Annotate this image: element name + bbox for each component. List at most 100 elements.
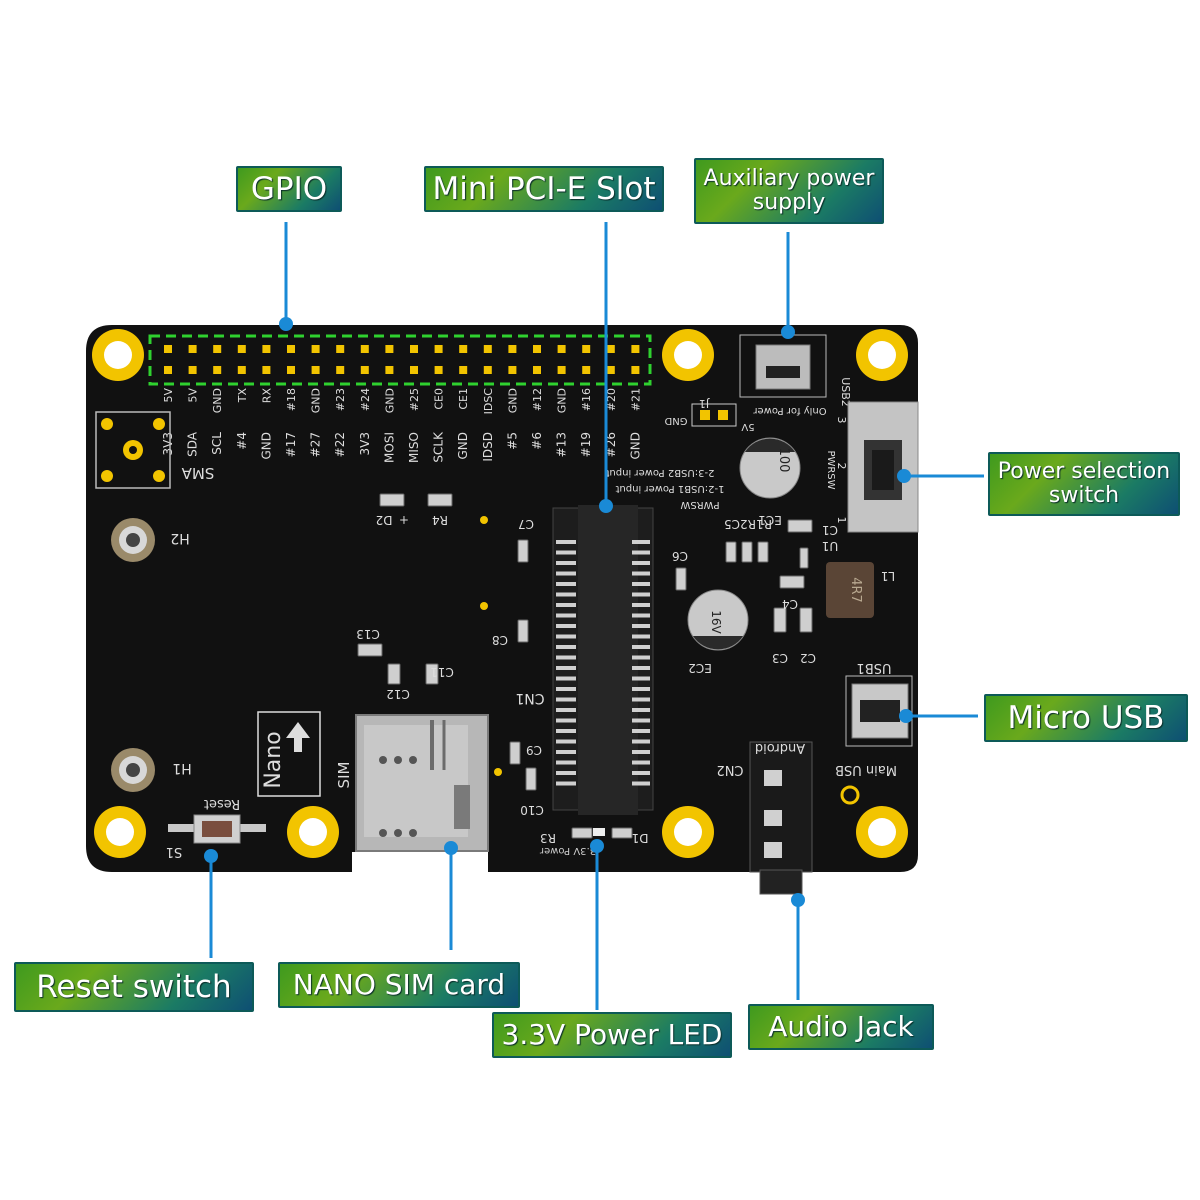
pcie-pin: [556, 603, 576, 607]
gpio-pin: [557, 366, 566, 374]
gpio-label-top: GND: [211, 388, 224, 413]
pcie-pin: [632, 750, 650, 754]
gpio-label-bottom: #19: [579, 432, 593, 457]
smd-part: [757, 541, 769, 563]
mounting-hole-bottom-sim: [287, 806, 339, 858]
pcie-pin: [632, 603, 650, 607]
pcie-pin: [632, 771, 650, 775]
pwrsw-note-1: 1-2:USB1 Power input: [615, 483, 724, 494]
c11-label: C11: [430, 665, 454, 679]
pcie-pin: [556, 771, 576, 775]
pcie-pin: [556, 697, 576, 702]
ec2-label: EC2: [688, 661, 712, 675]
r3-label: R3: [540, 831, 556, 845]
gpio-pin: [213, 345, 222, 353]
pcie-pin: [632, 592, 650, 597]
gpio-pin: [360, 345, 369, 353]
pcie-pin: [632, 708, 650, 712]
gpio-label-bottom: SCLK: [432, 431, 446, 463]
gpio-pin: [582, 366, 591, 374]
usb2-aux-port: [739, 334, 827, 398]
gpio-label-top: 5V: [162, 388, 175, 403]
pcie-pin: [556, 655, 576, 660]
smd-part: [387, 663, 401, 685]
pcie-pin: [556, 750, 576, 754]
switch-pos-number: 2: [835, 463, 848, 470]
smd-part: [379, 493, 405, 507]
c4-label: C4: [782, 597, 798, 611]
pwrsw-label: PWRSW: [825, 450, 836, 489]
pcie-pin: [632, 561, 650, 565]
smd-part: [773, 607, 787, 633]
standoff-h2: [111, 518, 155, 562]
gpio-label-bottom: #4: [235, 432, 249, 450]
gpio-pin: [434, 345, 443, 353]
usb1-label: USB1: [857, 660, 892, 675]
s1-label: S1: [166, 844, 183, 859]
inductor-marking: 4R7: [848, 577, 863, 603]
smd-part: [357, 643, 383, 657]
h1-label: H1: [172, 760, 191, 776]
cn2-label: CN2: [716, 762, 743, 777]
pcie-pin: [556, 592, 576, 597]
gpio-pin: [385, 345, 394, 353]
pcie-pin: [632, 645, 650, 649]
callout-nano-sim: NANO SIM card: [278, 962, 520, 1008]
leader-audio-dot: [791, 893, 805, 907]
pcie-pin: [556, 718, 576, 723]
smd-part: [799, 607, 813, 633]
pcie-pin: [632, 634, 650, 639]
gpio-pin: [311, 366, 320, 374]
reset-silk-label: Reset: [204, 796, 240, 811]
gpio-label-bottom: #13: [555, 432, 569, 457]
pcie-pin: [556, 676, 576, 681]
l1-label: L1: [881, 569, 895, 583]
gpio-label-bottom: #22: [333, 432, 347, 457]
u1-label: U1: [822, 539, 838, 553]
pcie-pin: [632, 550, 650, 555]
pcie-pin: [556, 634, 576, 639]
gpio-pin: [188, 366, 197, 374]
gpio-pin: [434, 366, 443, 374]
reset-switch-component: [168, 814, 266, 844]
pwrsw-note-2: 2-3:USB2 Power input: [605, 467, 714, 478]
j1-label: J1: [699, 397, 710, 410]
smd-part: [725, 541, 737, 563]
gpio-label-bottom: IDSD: [481, 432, 495, 462]
leader-aux-dot: [781, 325, 795, 339]
r4-label: R4: [432, 513, 448, 527]
gpio-label-top: CE0: [433, 388, 446, 410]
pcie-pin: [632, 718, 650, 723]
gpio-pin: [385, 366, 394, 374]
gpio-pin: [287, 366, 295, 374]
nano-sim-mark: [257, 711, 321, 797]
switch-position-numbers: 123: [835, 417, 848, 524]
gpio-pin: [237, 345, 246, 353]
c1-label: C1: [822, 523, 838, 537]
callout-aux-power: Auxiliary power supply: [694, 158, 884, 224]
gpio-label-bottom: MOSI: [382, 432, 396, 463]
gpio-pin: [533, 366, 541, 374]
capacitor-ec2: [687, 589, 749, 651]
gpio-label-bottom: MISO: [407, 432, 421, 463]
gpio-label-top: GND: [506, 388, 519, 413]
mounting-hole-bottom-right: [856, 806, 908, 858]
audio-jack-component: [749, 741, 813, 895]
standoff-h1: [111, 748, 155, 792]
pcie-pin: [632, 582, 650, 586]
c5-label: C5: [724, 517, 740, 531]
gpio-label-bottom: 3V3: [161, 432, 175, 455]
d2-plus-label: +: [399, 513, 409, 527]
gpio-label-top: GND: [383, 388, 396, 413]
pcie-pin: [556, 781, 576, 786]
leader-led-dot: [590, 839, 604, 853]
smd-part: [509, 741, 521, 765]
c9-label: C9: [526, 743, 542, 757]
smd-part: [741, 541, 753, 563]
smd-part: [787, 519, 813, 533]
via: [494, 768, 502, 776]
leader-micro-usb-dot: [899, 709, 913, 723]
pcie-pin: [632, 540, 650, 544]
gpio-highlight-box: [148, 334, 652, 386]
gpio-pin: [213, 366, 222, 374]
